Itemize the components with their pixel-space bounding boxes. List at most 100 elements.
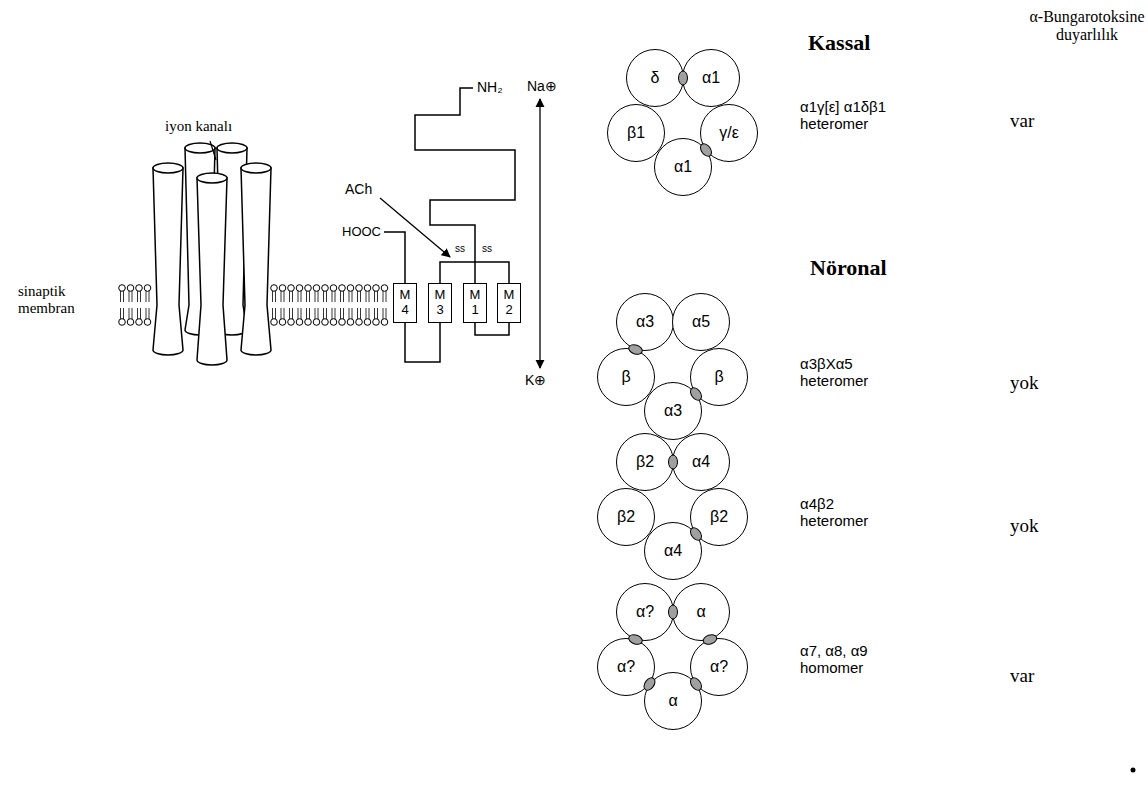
- section-heading: Kassal: [808, 30, 870, 55]
- lipid-tail: [281, 291, 284, 302]
- peptide-loop: [405, 323, 440, 362]
- lipid-head: [339, 285, 346, 292]
- lipid-head: [364, 285, 371, 292]
- lipid-head: [136, 319, 143, 326]
- lipid-head: [373, 319, 380, 326]
- lipid-tail: [341, 308, 344, 319]
- subunit-label: α3: [636, 313, 654, 331]
- channel-subunit-top: [217, 143, 247, 153]
- channel-subunit: [197, 178, 227, 365]
- subunit-circle: β2: [616, 433, 674, 491]
- peptide-loop: [440, 262, 509, 283]
- segment-label: M 3: [430, 288, 450, 318]
- ion-channel: [153, 143, 271, 365]
- binding-site: [679, 71, 688, 85]
- segment-label: M 4: [395, 288, 415, 318]
- lipid-head: [119, 285, 126, 292]
- lipid-tail: [298, 308, 301, 319]
- lipid-tail: [281, 308, 284, 319]
- lipid-head: [313, 285, 320, 292]
- subunit-label: α: [696, 603, 705, 621]
- lipid-tail: [129, 291, 132, 302]
- subunit-formula: α3βXα5 heteromer: [800, 355, 895, 390]
- lipid-head: [356, 319, 363, 326]
- channel-subunit: [241, 168, 271, 355]
- ach-arrow: [380, 198, 450, 257]
- lipid-tail: [366, 291, 369, 302]
- subunit-circle: α5: [672, 293, 730, 351]
- channel-subunit-top: [153, 163, 183, 173]
- lipid-head: [288, 319, 295, 326]
- lipid-tail: [332, 308, 335, 319]
- subunit-label: β2: [636, 453, 654, 471]
- lipid-tail: [315, 291, 318, 302]
- lipid-tail: [146, 308, 149, 319]
- lipid-tail: [129, 308, 132, 319]
- lipid-tail: [358, 291, 361, 302]
- lipid-tail: [138, 291, 141, 302]
- subunit-circle: α4: [672, 433, 730, 491]
- segment-label: M 1: [465, 288, 485, 318]
- subunit-label: α4: [664, 542, 682, 560]
- lipid-head: [279, 285, 286, 292]
- lipid-head: [279, 319, 286, 326]
- lipid-tail: [146, 291, 149, 302]
- subunit-circle: α1: [682, 49, 740, 107]
- transmembrane-segment: M 1: [463, 283, 487, 323]
- lipid-head: [127, 319, 134, 326]
- sensitivity-value: var: [1010, 110, 1034, 132]
- subunit-label: α4: [692, 453, 710, 471]
- lipid-head: [322, 319, 329, 326]
- lipid-head: [288, 285, 295, 292]
- sensitivity-value: yok: [1010, 515, 1039, 537]
- lipid-head: [330, 319, 337, 326]
- lipid-head: [347, 319, 354, 326]
- lipid-head: [136, 285, 143, 292]
- lipid-head: [144, 285, 151, 292]
- lipid-tail: [349, 291, 352, 302]
- lipid-head: [364, 319, 371, 326]
- lipid-head: [271, 319, 278, 326]
- lipid-tail: [383, 291, 386, 302]
- lipid-head: [305, 285, 312, 292]
- disulfide-label: ss: [455, 243, 465, 255]
- lipid-head: [271, 285, 278, 292]
- peptide-loop: [475, 323, 509, 335]
- disulfide-label: ss: [482, 243, 492, 255]
- lipid-tail: [307, 291, 310, 302]
- terminus-label: NH₂: [477, 79, 503, 95]
- subunit-label: α5: [692, 313, 710, 331]
- lipid-head: [356, 285, 363, 292]
- lipid-head: [330, 285, 337, 292]
- leader-line: [210, 141, 216, 160]
- lipid-tail: [375, 308, 378, 319]
- lipid-tail: [375, 291, 378, 302]
- lipid-head: [322, 285, 329, 292]
- subunit-circle: α3: [616, 293, 674, 351]
- lipid-tail: [383, 308, 386, 319]
- lipid-tail: [121, 308, 124, 319]
- ligand-label: ACh: [345, 181, 372, 197]
- subunit-label: β2: [710, 508, 728, 526]
- lipid-tail: [273, 291, 276, 302]
- lipid-head: [313, 319, 320, 326]
- subunit-label: β: [621, 368, 630, 386]
- lipid-tail: [298, 291, 301, 302]
- subunit-label: γ/ε: [719, 124, 739, 142]
- part-label: sinaptik membran: [18, 283, 103, 318]
- sensitivity-value: var: [1010, 665, 1034, 687]
- lipid-tail: [273, 308, 276, 319]
- subunit-label: α: [668, 692, 677, 710]
- subunit-formula: α4β2 heteromer: [800, 495, 895, 530]
- subunit-formula: α7, α8, α9 homomer: [800, 642, 895, 677]
- channel-subunit: [153, 168, 183, 355]
- subunit-label: δ: [651, 69, 660, 87]
- lipid-tail: [121, 291, 124, 302]
- lipid-tail: [366, 308, 369, 319]
- lipid-tail: [332, 291, 335, 302]
- bullet: [1131, 768, 1136, 773]
- channel-subunit-top: [197, 173, 227, 183]
- transmembrane-segment: M 3: [428, 283, 452, 323]
- subunit-label: α1: [702, 69, 720, 87]
